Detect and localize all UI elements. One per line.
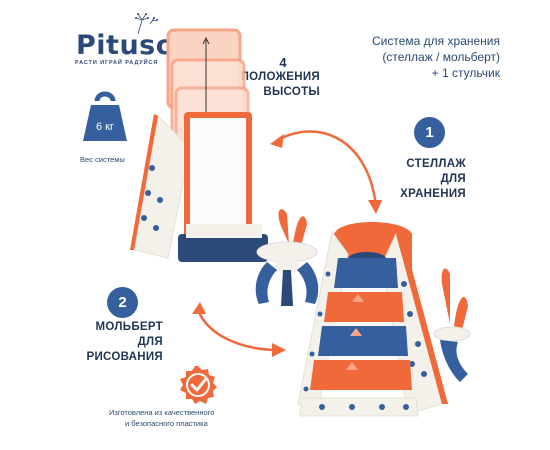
weight-caption: Вес системы: [80, 155, 125, 164]
height-positions-number: 4: [279, 55, 287, 70]
quality-line-2: и безопасного пластика: [125, 419, 208, 428]
feature-easel-number-badge: 2: [107, 287, 138, 318]
feature-easel-line-3: РИСОВАНИЯ: [86, 351, 163, 363]
quality-badge-text: Изготовлена из качественного и безопасно…: [109, 407, 289, 429]
feature-storage-line-1: СТЕЛЛАЖ: [406, 158, 466, 170]
brand-tagline: РАСТИ ИГРАЙ РАДУЙСЯ: [75, 60, 159, 66]
product-title-line-3: + 1 стульчик: [431, 66, 500, 80]
feature-storage-line-3: ХРАНЕНИЯ: [400, 188, 466, 200]
product-title-line-2: (стеллаж / мольберт): [382, 50, 500, 64]
feature-storage-label: СТЕЛЛАЖ ДЛЯ ХРАНЕНИЯ: [380, 157, 466, 202]
weight-value: 6 кг: [96, 121, 114, 133]
chair-image: [255, 209, 319, 306]
weight-badge: 6 кг: [81, 87, 129, 143]
weight-kettlebell-icon: [83, 91, 127, 141]
feature-easel-line-1: МОЛЬБЕРТ: [95, 321, 163, 333]
dandelion-icon: [135, 13, 158, 35]
feature-storage-line-2: ДЛЯ: [440, 173, 466, 185]
easel-product-image: [130, 28, 268, 262]
height-positions-callout: 4 ПОЛОЖЕНИЯ ВЫСОТЫ: [228, 55, 320, 100]
feature-easel-label: МОЛЬБЕРТ ДЛЯ РИСОВАНИЯ: [80, 320, 163, 365]
brand-name: Pituso: [76, 30, 175, 61]
feature-storage-number-badge: 1: [414, 117, 445, 148]
product-title: Система для хранения (стеллаж / мольберт…: [325, 33, 500, 81]
height-positions-line-2: ВЫСОТЫ: [263, 86, 320, 98]
brand-logo: [70, 13, 160, 70]
arrow-to-easel-icon: [192, 302, 286, 357]
arrow-to-storage-icon: [270, 130, 382, 214]
product-title-line-1: Система для хранения: [372, 34, 500, 48]
quality-line-1: Изготовлена из качественного: [109, 408, 215, 417]
quality-check-icon: [180, 366, 217, 404]
height-positions-line-1: ПОЛОЖЕНИЯ: [240, 71, 320, 83]
feature-easel-line-2: ДЛЯ: [137, 336, 163, 348]
shelf-product-image: [297, 222, 471, 417]
